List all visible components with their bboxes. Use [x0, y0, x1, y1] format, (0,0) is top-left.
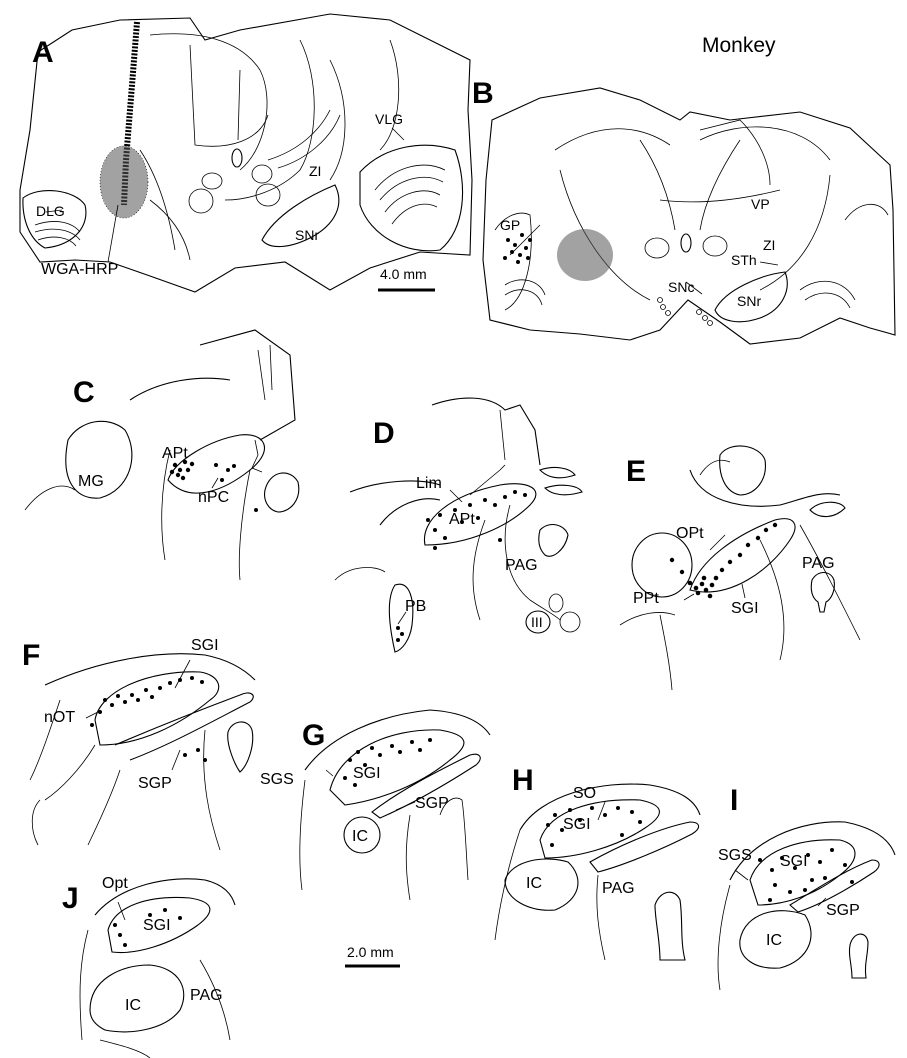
label-h-so: SO [573, 785, 596, 802]
panel-b-injection-spread [557, 229, 613, 281]
panel-d-pb [389, 584, 413, 652]
label-c-npc: nPC [198, 489, 229, 506]
panel-a-dlg [23, 191, 86, 248]
panel-g: G SGI SGS SGP IC [260, 710, 490, 900]
label-a-snr: SNr [295, 227, 319, 243]
label-b-sth: STh [731, 252, 757, 268]
label-i-ic: IC [766, 932, 782, 949]
label-d-pb: PB [405, 598, 426, 615]
label-j-opt: Opt [102, 875, 128, 892]
panel-letter-d: D [373, 417, 395, 450]
panel-f: F SGI nOT SGP [22, 637, 255, 850]
label-i-sgp: SGP [826, 902, 860, 919]
label-h-pag: PAG [602, 880, 635, 897]
panel-f-labeled-cells [90, 676, 207, 762]
panel-letter-b: B [472, 77, 494, 110]
panel-letter-g: G [302, 719, 325, 752]
panel-letter-c: C [73, 376, 95, 409]
label-j-ic: IC [125, 997, 141, 1014]
label-j-sgi: SGI [143, 917, 171, 934]
label-a-zi: ZI [309, 163, 321, 179]
panel-letter-i: I [730, 784, 738, 817]
label-g-sgp: SGP [415, 795, 449, 812]
label-e-pag: PAG [802, 555, 835, 572]
label-a-wga-hrp: WGA-HRP [41, 261, 118, 278]
scale-bar-small-label: 2.0 mm [347, 944, 394, 960]
label-a-dlg: DLG [36, 203, 65, 219]
label-a-vlg: VLG [375, 111, 403, 127]
label-g-sgs: SGS [260, 771, 294, 788]
label-b-gp: GP [500, 217, 520, 233]
label-e-sgi: SGI [731, 600, 759, 617]
panel-i: I SGS SGI SGP IC [718, 784, 895, 990]
label-h-sgi: SGI [563, 816, 591, 833]
panel-a: A DLG ZI VLG [20, 14, 472, 292]
label-c-mg: MG [78, 473, 104, 490]
label-f-sgi: SGI [191, 637, 219, 654]
scale-bar-large-label: 4.0 mm [380, 266, 427, 282]
label-b-snr: SNr [737, 293, 761, 309]
panel-h-labeled-cells [546, 806, 642, 847]
figure-title: Monkey [702, 34, 776, 57]
label-g-ic: IC [352, 828, 368, 845]
panel-d: D Lim APt PAG PB III [335, 398, 582, 652]
label-d-iii: III [531, 614, 543, 630]
label-i-sgs: SGS [718, 847, 752, 864]
panel-a-injection-site [100, 146, 148, 218]
label-f-sgp: SGP [138, 775, 172, 792]
label-f-not: nOT [44, 709, 75, 726]
label-e-opt: OPt [676, 525, 704, 542]
panel-a-vlg [360, 145, 463, 251]
label-b-zi: ZI [763, 237, 775, 253]
label-d-pag: PAG [505, 557, 538, 574]
panel-j: J Opt SGI IC PAG [62, 875, 235, 1058]
label-g-sgi: SGI [353, 765, 381, 782]
panel-e: E OPt PAG PPt SGI [620, 446, 860, 690]
label-h-ic: IC [526, 875, 542, 892]
panel-b-outline [483, 88, 895, 344]
label-e-ppt: PPt [633, 590, 659, 607]
panel-letter-e: E [626, 455, 646, 488]
panel-b-aqueduct [681, 234, 691, 252]
label-d-apt: APt [449, 511, 475, 528]
panel-c: C MG APt nPC [25, 330, 299, 580]
label-j-pag: PAG [190, 987, 223, 1004]
label-c-apt: APt [162, 445, 188, 462]
label-b-snc: SNc [668, 279, 694, 295]
label-i-sgi: SGI [780, 853, 808, 870]
panel-letter-a: A [32, 36, 54, 69]
panel-a-aqueduct [232, 149, 242, 167]
panel-letter-h: H [512, 764, 534, 797]
panel-h: H SO SGI IC PAG [495, 764, 700, 960]
panel-letter-f: F [22, 639, 40, 672]
panel-letter-j: J [62, 882, 79, 915]
panel-a-outline [20, 14, 472, 292]
label-d-lim: Lim [416, 475, 442, 492]
label-b-vp: VP [751, 196, 770, 212]
panel-b: B GP VP ZI [472, 77, 895, 344]
